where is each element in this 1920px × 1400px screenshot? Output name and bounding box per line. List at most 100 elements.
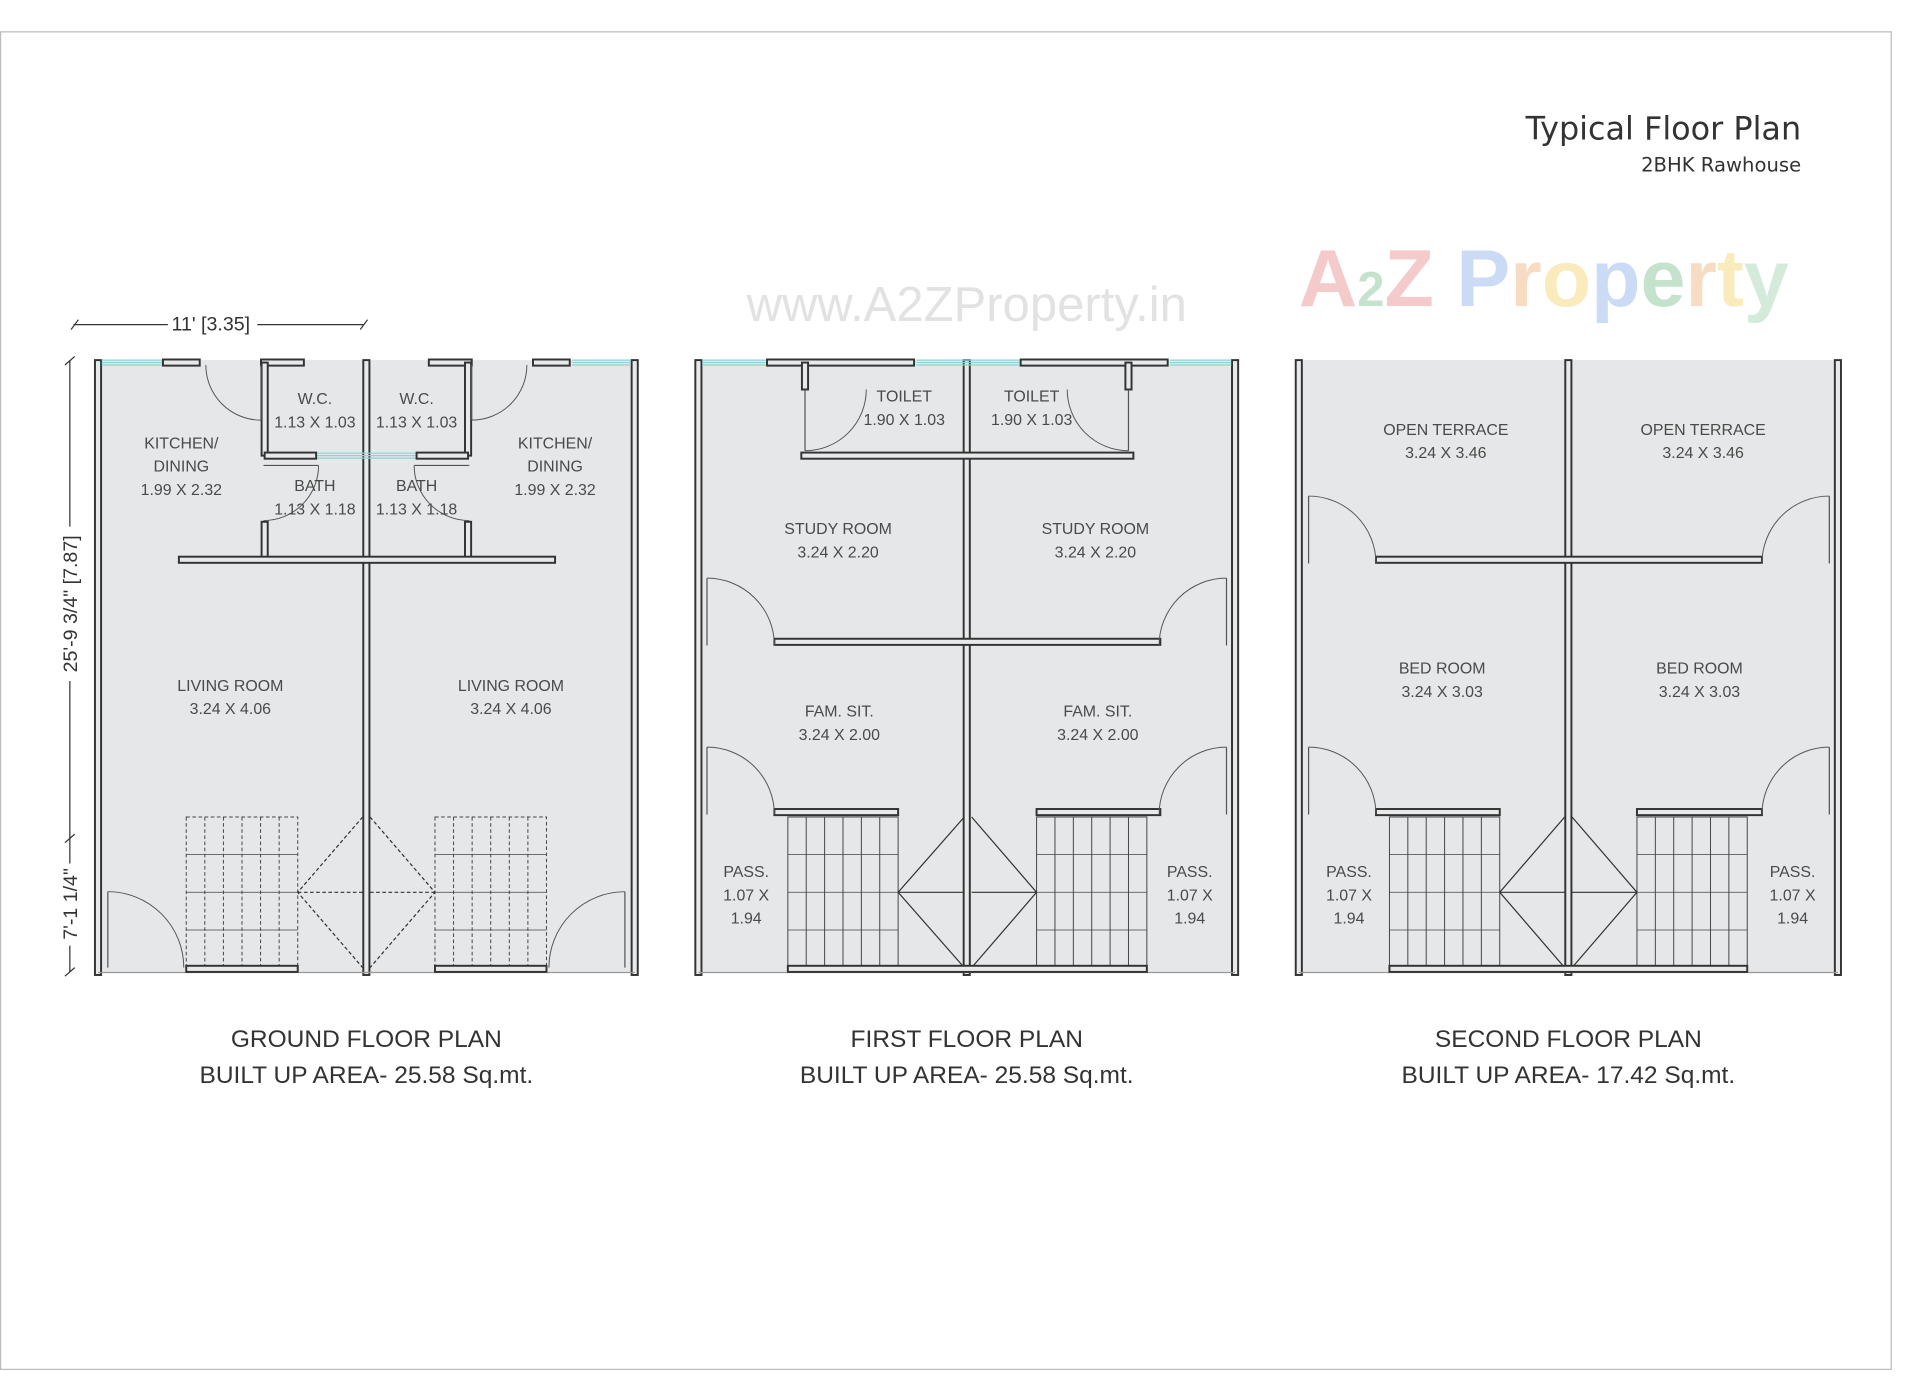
depth-main-label: 25'-9 3/4" [7.87] [60, 535, 82, 672]
room-label-line: BED ROOM [1399, 661, 1486, 678]
stair-landing [897, 816, 965, 969]
room-label-line: 3.24 X 2.20 [1055, 544, 1137, 561]
floor-plans [93, 358, 1842, 976]
room-label-line: 3.24 X 2.20 [797, 544, 879, 561]
room-label-first-fam-l: FAM. SIT. 3.24 X 2.00 [799, 704, 881, 744]
page-title: Typical Floor Plan [1525, 110, 1802, 148]
ground-floor-plan [93, 358, 639, 976]
first-floor-plan [694, 358, 1240, 976]
wall [766, 358, 916, 367]
room-label-line: 1.07 X [1326, 887, 1372, 904]
first-floor-caption: FIRST FLOOR PLAN [851, 1026, 1083, 1053]
depth-front-label: 7'-1 1/4" [60, 868, 82, 940]
room-label-ground-wc-r: W.C.1.13 X 1.03 [376, 391, 458, 431]
room-label-line: 1.94 [1777, 911, 1808, 928]
ground-floor-area: BUILT UP AREA- 25.58 Sq.mt. [200, 1062, 534, 1089]
room-label-line: BATH [396, 478, 437, 495]
room-label-first-fam-r: FAM. SIT.3.24 X 2.00 [1057, 704, 1139, 744]
wall [161, 358, 201, 367]
width-dimension-label: 11' [3.35] [172, 314, 251, 336]
room-label-line: TOILET [877, 389, 933, 406]
brand-watermark-logo: A2Z Property [1299, 234, 1789, 324]
room-label-line: 1.90 X 1.03 [991, 412, 1073, 429]
room-label-line: LIVING ROOM [458, 678, 564, 695]
room-label-line: 1.07 X [1167, 887, 1213, 904]
wall [786, 964, 1148, 973]
room-label-line: 3.24 X 3.46 [1405, 445, 1487, 462]
door-swing-arc [1158, 577, 1227, 646]
door-swing-arc [263, 465, 320, 522]
wall [464, 361, 473, 457]
wall [1564, 359, 1573, 976]
door-swing-arc [1308, 495, 1377, 564]
room-label-line: 1.90 X 1.03 [864, 412, 946, 429]
wall [800, 451, 1135, 460]
wall [773, 637, 1162, 646]
door-swing-arc [1308, 746, 1377, 815]
stair-landing [369, 816, 436, 969]
svg-text:A2Z Property: A2Z Property [1299, 234, 1789, 324]
door-swing-arc [1761, 746, 1830, 815]
room-label-ground-living-l: LIVING ROOM 3.24 X 4.06 [177, 678, 283, 718]
door-swing-arc [805, 389, 867, 452]
room-label-line: BATH [294, 478, 335, 495]
room-label-ground-bath-r: BATH 1.13 X 1.18 [376, 478, 458, 518]
wall [1374, 808, 1501, 817]
wall [773, 808, 900, 817]
depth-dimension [64, 355, 76, 977]
room-label-first-pass-l: PASS.1.07 X1.94 [723, 864, 769, 928]
wall [694, 359, 703, 976]
wall [93, 359, 103, 976]
room-label-ground-wc-l: W.C.1.13 X 1.03 [274, 391, 356, 431]
room-label-line: 1.13 X 1.03 [274, 414, 356, 431]
room-label-line: 3.24 X 2.00 [799, 727, 881, 744]
room-label-line: 1.99 X 2.32 [514, 482, 596, 499]
room-label-line: TOILET [1004, 389, 1060, 406]
wall [1294, 359, 1303, 976]
room-label-first-toilet-r: TOILET 1.90 X 1.03 [991, 389, 1073, 429]
wall [464, 520, 473, 561]
width-dimension [70, 319, 369, 330]
room-label-line: W.C. [399, 391, 433, 408]
room-label-first-pass-r: PASS.1.07 X1.94 [1167, 864, 1213, 928]
wall [185, 964, 299, 973]
wall [1124, 361, 1133, 391]
wall [1374, 555, 1763, 564]
page-subtitle: 2BHK Rawhouse [1641, 153, 1801, 176]
room-label-line: 1.94 [731, 911, 762, 928]
wall [800, 361, 810, 391]
room-label-second-pass-r: PASS.1.07 X1.94 [1770, 864, 1816, 928]
door-swing-arc [471, 365, 528, 421]
room-label-line: 3.24 X 4.06 [190, 701, 272, 718]
room-label-line: FAM. SIT. [805, 704, 874, 721]
wall [415, 451, 470, 460]
wall [532, 358, 571, 367]
door-swing-arc [413, 465, 470, 522]
room-label-first-study-l: STUDY ROOM 3.24 X 2.20 [784, 521, 892, 561]
room-label-line: OPEN TERRACE [1383, 422, 1508, 439]
wall [1231, 359, 1240, 976]
wall [1833, 359, 1842, 976]
wall [177, 555, 557, 564]
room-label-line: 3.24 X 3.46 [1662, 445, 1744, 462]
room-label-line: STUDY ROOM [784, 521, 892, 538]
door-swing-arc [548, 891, 625, 968]
room-label-line: DINING [527, 459, 583, 476]
wall [1035, 808, 1162, 817]
wall [433, 964, 548, 973]
room-label-line: 3.24 X 4.06 [470, 701, 552, 718]
room-label-line: OPEN TERRACE [1641, 422, 1766, 439]
room-label-line: PASS. [1326, 864, 1372, 881]
room-label-line: 1.94 [1174, 911, 1205, 928]
room-label-second-terrace-l: OPEN TERRACE 3.24 X 3.46 [1383, 422, 1508, 462]
second-floor-area: BUILT UP AREA- 17.42 Sq.mt. [1402, 1062, 1736, 1089]
room-label-line: LIVING ROOM [177, 678, 283, 695]
room-label-second-pass-l: PASS.1.07 X1.94 [1326, 864, 1372, 928]
room-label-line: 1.13 X 1.18 [376, 501, 458, 518]
